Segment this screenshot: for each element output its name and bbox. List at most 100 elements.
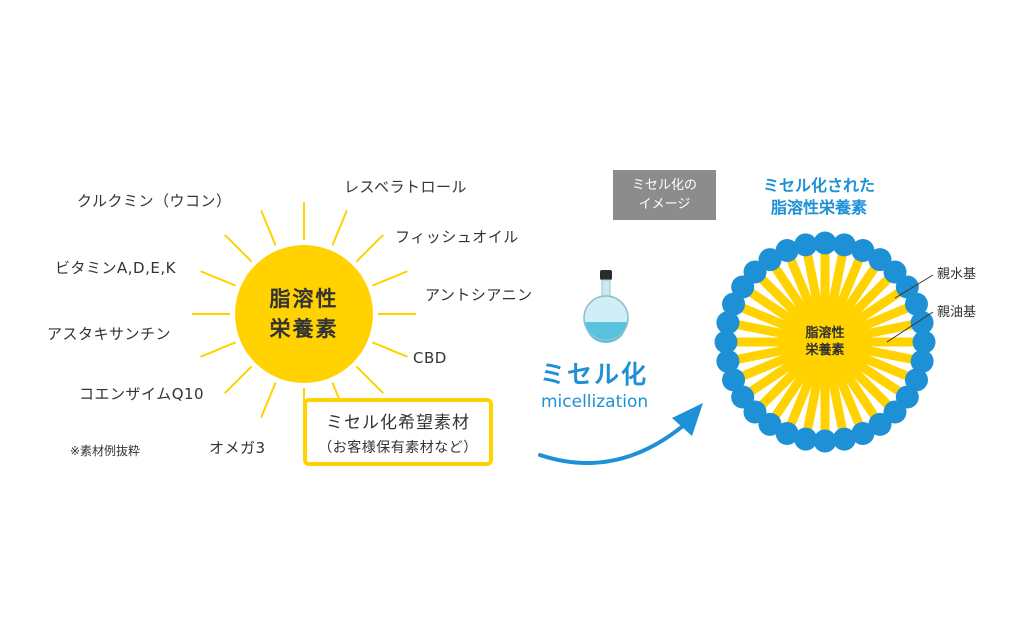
lipophilic-tail	[850, 349, 912, 382]
nutrient-resveratrol: レスベラトロール	[344, 178, 467, 196]
hydrophilic-head	[722, 292, 746, 316]
flask-icon	[583, 270, 629, 343]
image-badge-line2: イメージ	[638, 197, 691, 212]
hydrophilic-head	[794, 233, 818, 257]
micelle-core-line2: 栄養素	[805, 343, 845, 358]
core-line2: 栄養素	[269, 317, 339, 341]
hydrophilic-head	[912, 330, 936, 354]
lipophilic-tail	[733, 343, 797, 365]
hydrophilic-label: 親水基	[937, 267, 977, 282]
lipophilic-tail	[843, 273, 894, 324]
hydrophilic-head	[758, 248, 782, 272]
material-example-note: ※素材例抜粋	[70, 444, 141, 458]
sun-ray	[224, 365, 253, 394]
lipophilic-tail	[802, 370, 824, 434]
lipophilic-tail	[837, 263, 880, 320]
micelle-title: ミセル化された 脂溶性栄養素	[733, 175, 905, 219]
lipophilic-tail	[770, 364, 813, 421]
candidate-line1: ミセル化希望素材	[326, 412, 470, 433]
hydrophilic-head	[904, 292, 928, 316]
lipophilic-tail	[832, 255, 865, 317]
nutrient-curcumin: クルクミン（ウコン）	[77, 192, 232, 210]
sun-ray	[355, 234, 384, 263]
hydrophilic-head	[813, 231, 837, 255]
sun-ray	[224, 234, 253, 263]
hydrophilic-head	[851, 239, 875, 263]
hydrophilic-head	[910, 349, 934, 373]
lipophilic-tail	[837, 364, 880, 421]
hydrophilic-head	[910, 311, 934, 335]
lipophilic-tail	[826, 370, 848, 434]
sun-ray	[200, 270, 237, 287]
hydrophilic-head	[716, 311, 740, 335]
hydrophilic-head	[832, 233, 856, 257]
hydrophilic-head	[895, 275, 919, 299]
sun-ray	[200, 341, 237, 358]
lipophilic-tail	[847, 287, 904, 330]
lipophilic-tail	[746, 287, 803, 330]
lipophilic-tail	[802, 250, 824, 314]
lipophilic-tail	[850, 302, 912, 335]
lipophilic-label: 親油基	[937, 305, 977, 320]
sun-ray	[260, 381, 277, 418]
lipophilic-tail	[770, 263, 813, 320]
process-title: ミセル化	[540, 360, 649, 389]
micelle-graphic	[714, 231, 936, 453]
nutrient-omega3: オメガ3	[209, 439, 266, 457]
hydrophilic-head	[813, 429, 837, 453]
lipophilic-tail	[738, 349, 800, 382]
image-badge-line1: ミセル化の	[631, 178, 697, 193]
sun-ray	[371, 341, 408, 358]
nutrient-cbd: CBD	[413, 349, 447, 367]
candidate-material-box: ミセル化希望素材 （お客様保有素材など）	[303, 398, 493, 466]
lipophilic-tail	[756, 360, 807, 411]
sun-ray	[260, 210, 277, 247]
lipophilic-tail	[843, 360, 894, 411]
lipophilic-tail	[746, 354, 803, 397]
lipophilic-tail	[853, 343, 917, 365]
sun-ray	[371, 270, 408, 287]
candidate-line2: （お客様保有素材など）	[318, 439, 478, 456]
lipophilic-tail	[756, 273, 807, 324]
image-badge: ミセル化の イメージ	[613, 170, 716, 220]
hydrophilic-head	[775, 421, 799, 445]
micelle-title-line2: 脂溶性栄養素	[770, 198, 867, 217]
fat-soluble-nutrient-core: 脂溶性 栄養素	[235, 245, 373, 383]
nutrient-anthocyanin: アントシアニン	[425, 286, 533, 304]
hydrophilic-head	[775, 239, 799, 263]
lipophilic-tail	[733, 319, 797, 341]
hydrophilic-head	[851, 421, 875, 445]
micelle-core-label: 脂溶性 栄養素	[790, 316, 860, 368]
lipophilic-tail	[832, 367, 865, 429]
nutrient-astaxanthin: アスタキサンチン	[47, 325, 172, 343]
micelle-core	[785, 302, 865, 382]
nutrient-vitamins: ビタミンA,D,E,K	[55, 259, 176, 277]
lipophilic-tail	[826, 250, 848, 314]
hydrophilic-head	[794, 427, 818, 451]
lipophilic-tail	[847, 354, 904, 397]
hydrophilic-head	[716, 349, 740, 373]
hydrophilic-head	[904, 368, 928, 392]
hydrophilic-head	[868, 412, 892, 436]
nutrient-coq10: コエンザイムQ10	[79, 385, 205, 403]
process-subtitle: micellization	[541, 392, 649, 412]
core-line1: 脂溶性	[269, 287, 339, 311]
hydrophilic-head	[832, 427, 856, 451]
sun-ray	[355, 365, 384, 394]
hydrophilic-head	[714, 330, 738, 354]
hydrophilic-leader	[894, 274, 934, 299]
lipophilic-tail	[738, 302, 800, 335]
lipophilic-tail	[785, 255, 818, 317]
micelle-core-line1: 脂溶性	[805, 326, 845, 341]
lipophilic-tail	[785, 367, 818, 429]
hydrophilic-head	[731, 385, 755, 409]
nutrient-fish-oil: フィッシュオイル	[395, 228, 519, 246]
hydrophilic-head	[722, 368, 746, 392]
micelle-title-line1: ミセル化された	[762, 176, 875, 195]
lipophilic-tail	[853, 319, 917, 341]
sun-ray	[331, 210, 348, 247]
lipophilic-leader	[886, 311, 934, 343]
curved-arrow-icon	[538, 403, 703, 465]
